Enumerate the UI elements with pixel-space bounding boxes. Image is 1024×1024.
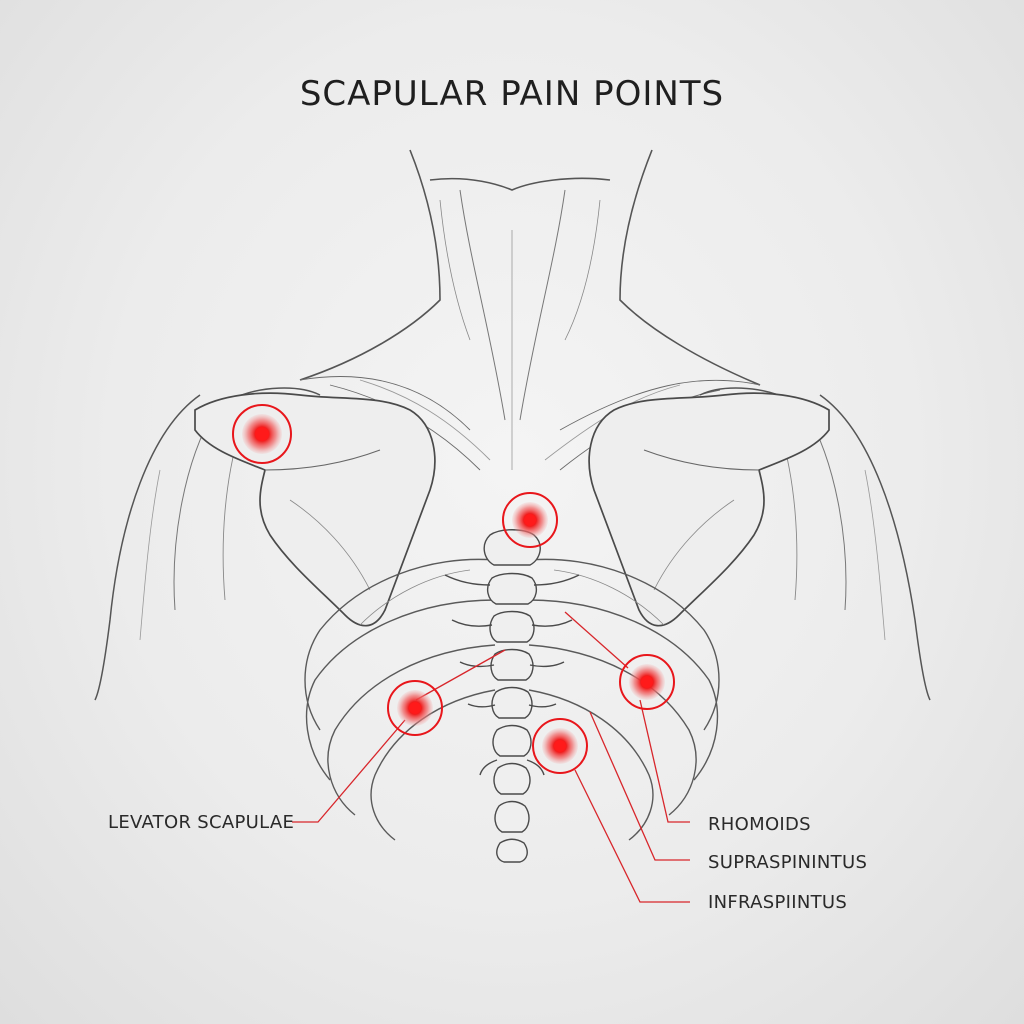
neck [299, 149, 761, 470]
label-infraspiintus: INFRASPIINTUS [708, 892, 848, 913]
leader-levator-scapulae [292, 719, 406, 823]
pain-marker-lower-spine [532, 718, 588, 774]
pain-marker-upper-spine [502, 492, 558, 548]
leader-lines [292, 611, 690, 903]
pain-marker-left-shoulder [232, 404, 292, 464]
leader-rhomoids [639, 699, 690, 823]
rib-cage [304, 558, 720, 841]
label-levator-scapulae: LEVATOR SCAPULAE [108, 812, 295, 833]
spine [444, 529, 580, 863]
pain-marker-left-rib [387, 680, 443, 736]
leader-levator-scapulae-ext [415, 649, 506, 701]
pain-marker-right-rib [619, 654, 675, 710]
label-supraspinintus: SUPRASPININTUS [708, 852, 868, 873]
pain-points [232, 404, 675, 774]
leader-supraspinintus [589, 711, 690, 861]
left-scapula [194, 392, 436, 627]
diagram-title: SCAPULAR PAIN POINTS [299, 74, 725, 114]
label-rhomoids: RHOMOIDS [708, 814, 811, 835]
leader-rhomoids-ext [564, 611, 629, 669]
leader-infraspiintus [574, 769, 690, 903]
right-scapula [588, 392, 830, 627]
